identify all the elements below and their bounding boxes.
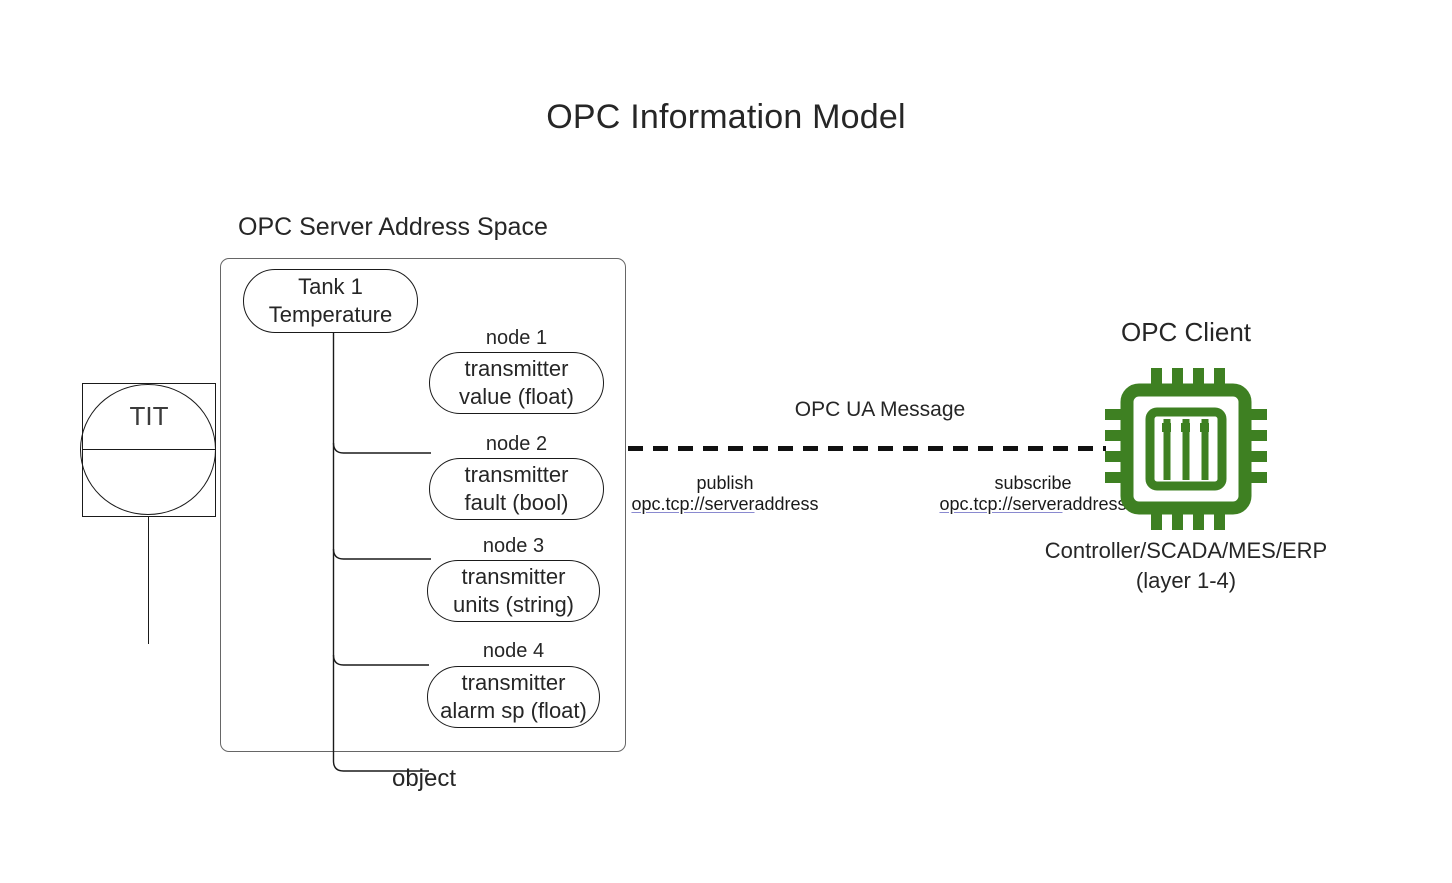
node-2-line2: fault (bool) bbox=[464, 490, 569, 515]
subscribe-label: subscribe bbox=[994, 473, 1072, 493]
page-title: OPC Information Model bbox=[546, 98, 906, 136]
node-root-line1: Tank 1 bbox=[298, 274, 363, 299]
node-2-line1: transmitter bbox=[464, 462, 569, 487]
opc-client-title: OPC Client bbox=[1120, 317, 1252, 347]
node-1-transmitter-value[interactable]: transmitter value (float) bbox=[429, 352, 604, 414]
subscribe-uri-tail: address bbox=[1062, 494, 1127, 514]
node-4-line1: transmitter bbox=[461, 670, 566, 695]
node-3-line1: transmitter bbox=[461, 564, 566, 589]
opc-ua-dashed-link bbox=[628, 446, 1106, 451]
node-1-caption: node 1 bbox=[485, 327, 548, 349]
publish-uri[interactable]: opc.tcp://serveraddress bbox=[600, 494, 850, 515]
publish-uri-link[interactable]: opc.tcp://server bbox=[631, 494, 755, 514]
tit-divider-line bbox=[82, 449, 216, 450]
object-label: object bbox=[391, 765, 457, 792]
node-root-line2: Temperature bbox=[268, 302, 393, 327]
tit-tag-label: TIT bbox=[129, 401, 169, 431]
cpu-chip-icon bbox=[1105, 368, 1267, 530]
opc-ua-message-label: OPC UA Message bbox=[794, 398, 966, 421]
node-2-caption: node 2 bbox=[485, 433, 548, 455]
opc-client-subtitle: Controller/SCADA/MES/ERP (layer 1-4) bbox=[1000, 536, 1372, 596]
tit-instrument-symbol: TIT bbox=[80, 383, 216, 517]
node-4-line2: alarm sp (float) bbox=[440, 698, 587, 723]
client-subtitle-line2: (layer 1-4) bbox=[1135, 568, 1237, 593]
node-3-transmitter-units[interactable]: transmitter units (string) bbox=[427, 560, 600, 622]
node-1-line1: transmitter bbox=[464, 356, 569, 381]
node-4-caption: node 4 bbox=[482, 640, 545, 662]
node-tank1-temperature[interactable]: Tank 1 Temperature bbox=[243, 269, 418, 333]
subscribe-uri[interactable]: opc.tcp://serveraddress bbox=[908, 494, 1158, 515]
subscribe-uri-link[interactable]: opc.tcp://server bbox=[939, 494, 1063, 514]
publish-label: publish bbox=[696, 473, 754, 493]
address-space-heading: OPC Server Address Space bbox=[238, 213, 548, 241]
client-subtitle-line1: Controller/SCADA/MES/ERP bbox=[1044, 538, 1328, 563]
node-3-line2: units (string) bbox=[452, 592, 575, 617]
subscribe-endpoint: subscribe opc.tcp://serveraddress bbox=[908, 473, 1158, 515]
publish-uri-tail: address bbox=[754, 494, 819, 514]
node-1-line2: value (float) bbox=[459, 384, 574, 409]
tit-process-stem bbox=[148, 516, 149, 644]
node-3-caption: node 3 bbox=[482, 535, 545, 557]
node-4-transmitter-alarm-sp[interactable]: transmitter alarm sp (float) bbox=[427, 666, 600, 728]
publish-endpoint: publish opc.tcp://serveraddress bbox=[600, 473, 850, 515]
node-2-transmitter-fault[interactable]: transmitter fault (bool) bbox=[429, 458, 604, 520]
